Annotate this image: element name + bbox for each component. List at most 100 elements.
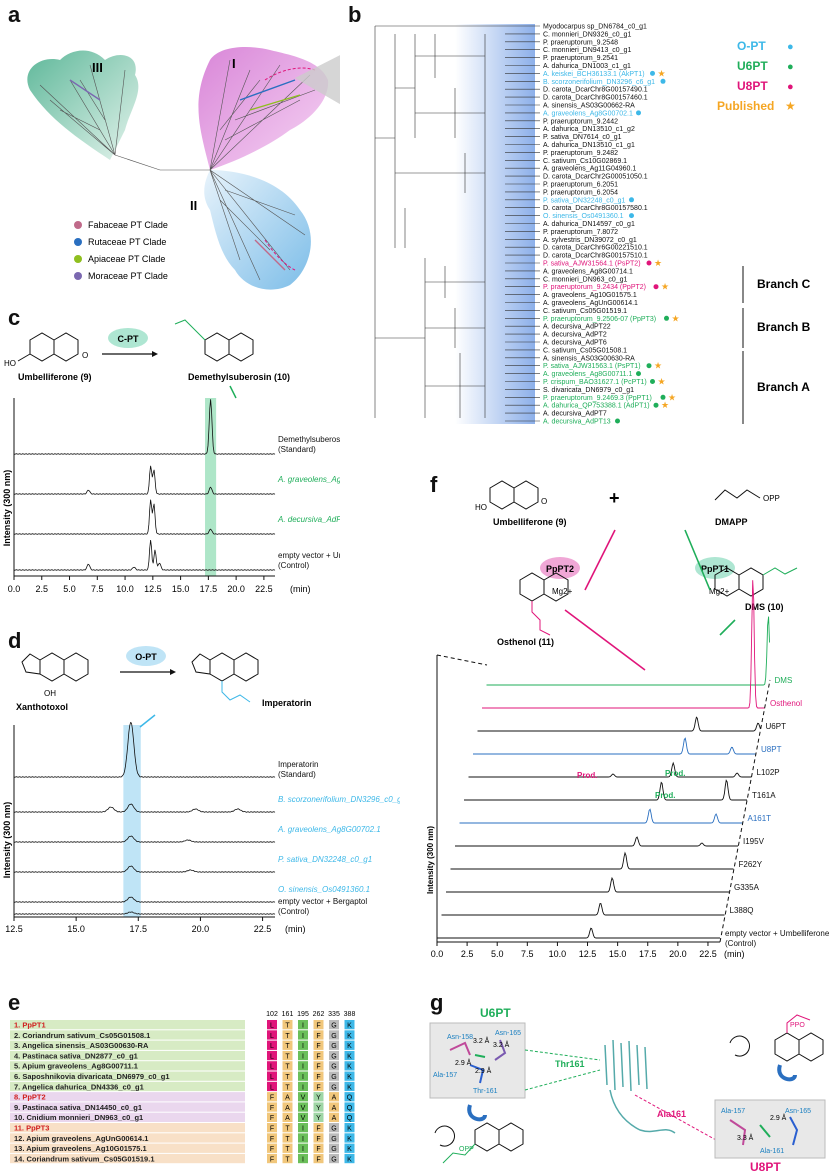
- dms-f-structure: [714, 567, 798, 597]
- g-left-atom-0: Asn-158: [447, 1034, 473, 1041]
- f-xlabel: (min): [724, 949, 745, 959]
- tree-leaf: A. sylvestris_DN39072_c0_g1: [543, 237, 637, 244]
- dmapp-opp: OPP: [763, 494, 780, 503]
- u8pt-dot: [646, 260, 652, 266]
- tree-leaf: C. sativum_Cs10G02869.1: [543, 158, 627, 165]
- e-residue-cell: [329, 1133, 339, 1143]
- f-ylabel: Intensity (300 nm): [426, 826, 435, 894]
- g-lig-left: [442, 1122, 524, 1164]
- f-trace-label: G335A: [734, 883, 760, 892]
- e-residue: T: [285, 1146, 290, 1153]
- e-residue: I: [302, 1023, 304, 1030]
- e-residue-cell: [329, 1050, 339, 1061]
- e-residue-cell: [298, 1112, 308, 1122]
- f-substrate: Umbelliferone (9): [493, 517, 567, 527]
- tree-leaf: A. dahurica_QP753388.1 (AdPT1): [543, 403, 650, 410]
- panel-c: HO O Umbelliferone (9) C-PT Demethylsube…: [2, 319, 340, 594]
- osthenol-structure: [519, 572, 569, 636]
- c-pointer-arrow: [229, 385, 237, 399]
- f-arrow-left: [584, 529, 616, 591]
- d-trace-label: O. sinensis_Os0491360.1: [278, 885, 370, 894]
- branch-a-label: Branch A: [757, 380, 810, 394]
- legend-u8pt: U8PT: [737, 79, 768, 93]
- e-residue-cell: [344, 1112, 355, 1122]
- u6pt-dot: [636, 371, 641, 377]
- f-prod-left: Osthenol (11): [497, 637, 554, 647]
- e-residue-cell: [267, 1050, 277, 1061]
- e-residue-cell: [344, 1143, 355, 1153]
- clade-ii-label: II: [190, 198, 197, 213]
- tree-leaf: A. dahurica_DN1003_c1_g1: [543, 63, 631, 70]
- e-residue: A: [332, 1115, 337, 1122]
- f-trace-label: U6PT: [766, 722, 787, 731]
- c-trace: [13, 465, 276, 495]
- f-trace-label: empty vector + Umbelliferone: [725, 929, 830, 938]
- clade-iii-region: [27, 50, 139, 160]
- imperatorin-structure: [191, 652, 259, 703]
- e-residue-cell: [282, 1133, 293, 1143]
- f-trace: [486, 616, 770, 686]
- e-residue-cell: [298, 1102, 308, 1112]
- opt-dot: [629, 213, 634, 219]
- e-residue-cell: [267, 1112, 277, 1122]
- c-tick: 12.5: [144, 584, 162, 594]
- f-trace-label: Osthenol: [770, 699, 802, 708]
- e-residue: Y: [316, 1095, 321, 1102]
- d-xlabel: (min): [285, 924, 306, 934]
- e-row-bg: [10, 1081, 245, 1092]
- e-row-name: 1. PpPT1: [14, 1021, 46, 1030]
- c-trace: [13, 399, 276, 455]
- e-residue-cell: [313, 1040, 324, 1050]
- c-enzyme-badge: [108, 328, 148, 348]
- e-row-name: 10. Cnidium monnieri_DN963_c0_g1: [14, 1113, 143, 1122]
- e-residue: K: [347, 1146, 352, 1153]
- e-residue-cell: [282, 1050, 293, 1061]
- e-residue-cell: [329, 1153, 339, 1164]
- f-trace: [473, 737, 756, 755]
- g-left-atom-3: Thr-161: [473, 1088, 498, 1095]
- e-residue: F: [316, 1033, 320, 1040]
- e-residue-cell: [313, 1092, 324, 1102]
- f-trace: [464, 779, 747, 801]
- f-enzyme-left-badge: [540, 557, 580, 579]
- e-residue: I: [302, 1146, 304, 1153]
- f-mg-left: Mg2+: [552, 587, 573, 596]
- legend-u6pt: U6PT: [737, 59, 768, 73]
- e-residue-cell: [344, 1081, 355, 1092]
- e-residue: L: [270, 1074, 274, 1081]
- e-row-name: 14. Coriandrum sativum_Cs05G01519.1: [14, 1154, 155, 1163]
- e-residue: A: [332, 1105, 337, 1112]
- f-trace-label: I195V: [743, 837, 765, 846]
- c-tick: 17.5: [200, 584, 218, 594]
- tree-leaf: P. praeruptorum_9.2541: [543, 55, 618, 62]
- e-residue: F: [316, 1126, 320, 1133]
- opt-dot: [629, 197, 634, 203]
- f-trace-label: DMS: [775, 676, 793, 685]
- c-xlabel: (min): [290, 584, 311, 594]
- e-residue: F: [316, 1053, 320, 1060]
- e-row-bg: [10, 1133, 245, 1143]
- d-trace-label: empty vector + Bergaptol: [278, 897, 367, 906]
- e-residue-cell: [329, 1030, 339, 1040]
- f-tick: 7.5: [521, 949, 534, 959]
- e-residue: G: [331, 1023, 336, 1030]
- g-dist-0: 3.2 Å: [473, 1036, 490, 1045]
- e-residue: V: [301, 1115, 306, 1122]
- f-trace-label: U8PT: [761, 745, 782, 754]
- f-tick: 5.0: [491, 949, 504, 959]
- e-row-name: 3. Angelica sinensis_AS03G00630-RA: [14, 1041, 149, 1050]
- g-left-atom-1: Asn-165: [495, 1030, 521, 1037]
- f-trace: [468, 761, 752, 778]
- e-residue: G: [331, 1126, 336, 1133]
- d-tick: 22.5: [254, 924, 272, 934]
- e-row-bg: [10, 1112, 245, 1122]
- branch-b-label: Branch B: [757, 320, 811, 334]
- e-residue-cell: [344, 1092, 355, 1102]
- g-right-dist-0: 2.9 Å: [770, 1113, 787, 1122]
- e-residue-cell: [298, 1123, 308, 1133]
- e-residue-cell: [267, 1020, 277, 1030]
- f-arrow-dms: [719, 619, 736, 636]
- d-trace: [13, 865, 276, 873]
- g-right-title: U8PT: [750, 1160, 781, 1173]
- tree-leaf: Myodocarpus sp_DN6784_c0_g1: [543, 24, 647, 31]
